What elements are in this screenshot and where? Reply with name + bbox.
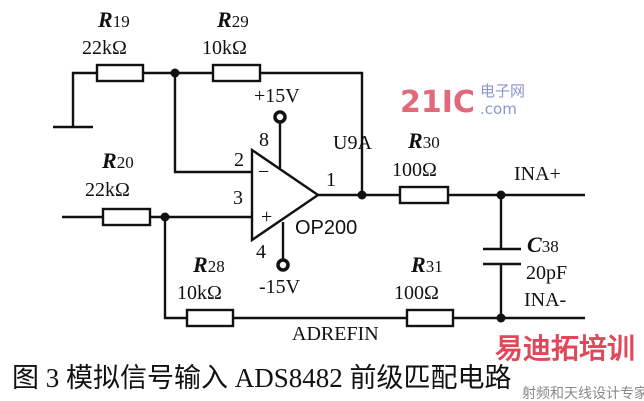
resistor-r20	[101, 207, 152, 227]
value-r30: 100Ω	[392, 159, 437, 181]
pin-1: 1	[326, 169, 336, 191]
resistor-r28	[185, 308, 235, 328]
value-r19: 22kΩ	[82, 37, 127, 59]
junction	[357, 190, 367, 200]
wires	[53, 71, 585, 320]
supply-neg-label: -15V	[259, 276, 301, 298]
watermark-21ic-cn: 电子网	[480, 82, 525, 100]
label-r19: R19	[97, 7, 130, 32]
value-r20: 22kΩ	[85, 179, 130, 201]
label-r29: R29	[216, 7, 249, 32]
label-r28: R28	[192, 252, 225, 277]
supply-pos-label: +15V	[254, 85, 300, 107]
resistor-r30	[398, 185, 450, 205]
junction	[496, 313, 506, 323]
label-c38: C38	[527, 232, 559, 257]
resistor-r19	[95, 63, 145, 83]
terminal-vneg	[276, 258, 290, 272]
pin-3: 3	[233, 187, 243, 209]
junction	[160, 212, 170, 222]
net-ina-plus: INA+	[514, 163, 561, 185]
terminal-vpos	[273, 110, 287, 124]
resistor-r29	[211, 63, 262, 83]
capacitor-c38	[483, 247, 521, 266]
figure-caption: 图 3 模拟信号输入 ADS8482 前级匹配电路	[12, 363, 512, 393]
junction	[170, 68, 180, 78]
label-r20: R20	[101, 148, 134, 173]
net-ina-minus: INA-	[524, 289, 566, 311]
pin-4: 4	[256, 241, 266, 263]
value-c38: 20pF	[526, 262, 567, 284]
opamp-part: OP200	[295, 217, 357, 239]
resistor-r31	[405, 308, 455, 328]
op-amp-symbol	[250, 147, 321, 243]
watermark-site2: 易迪拓培训	[495, 332, 635, 365]
value-r31: 100Ω	[394, 282, 439, 304]
label-r30: R30	[407, 128, 440, 153]
inverting-sign: −	[258, 161, 269, 183]
watermark-21ic: 21IC	[400, 85, 475, 120]
pin-8: 8	[259, 129, 269, 151]
watermark-21ic-dom: .com	[480, 100, 517, 118]
noninverting-sign: +	[261, 206, 272, 228]
value-r29: 10kΩ	[202, 37, 247, 59]
value-r28: 10kΩ	[177, 282, 222, 304]
junction	[496, 190, 506, 200]
label-r31: R31	[410, 252, 443, 277]
watermark-site2-tag: 射频和天线设计专家	[522, 385, 644, 401]
pin-2: 2	[234, 149, 244, 171]
opamp-ref: U9A	[333, 132, 372, 154]
net-adrefin: ADREFIN	[292, 323, 379, 345]
